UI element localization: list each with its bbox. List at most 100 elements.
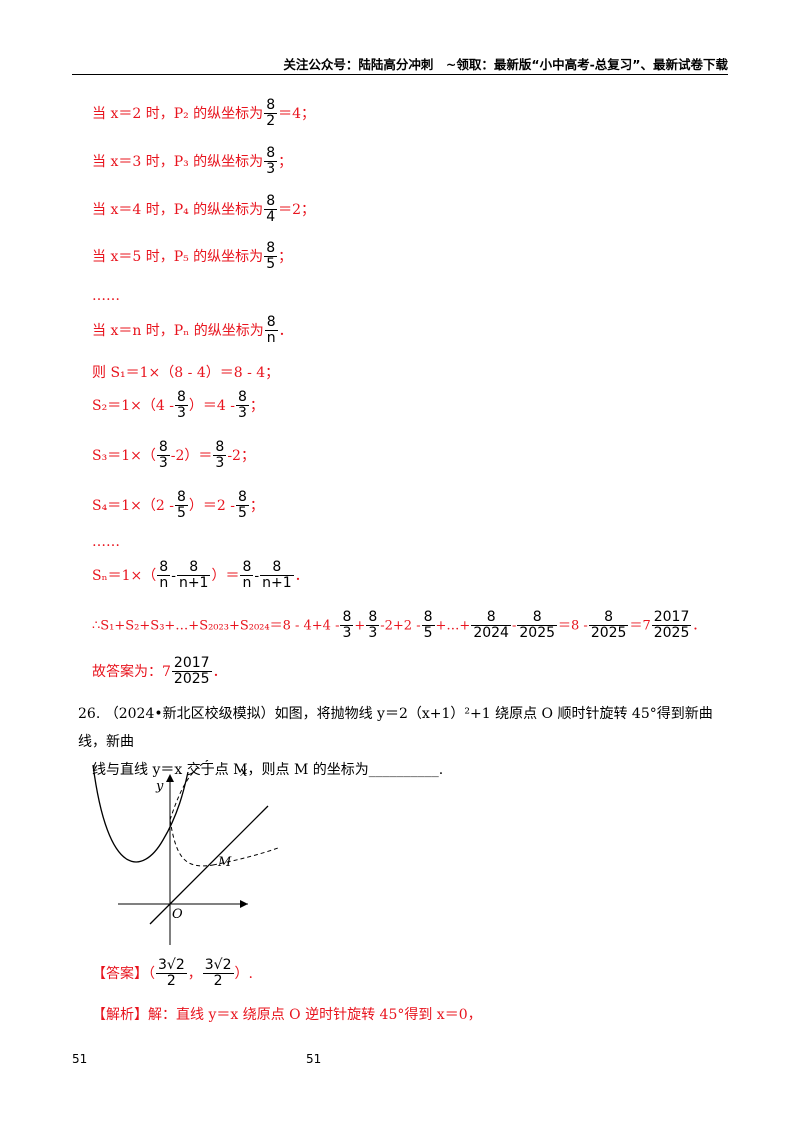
denominator: 3 [176,405,186,422]
numerator: 8 [240,559,254,577]
denominator: 2025 [173,671,210,688]
line-text: 当 x＝5 时，P₅ 的纵坐标为 [92,248,264,265]
s3-text: S₃＝1×（ [92,447,156,464]
numerator: 8 [264,97,278,115]
question-end: . [438,762,444,778]
numerator: 8 [156,439,170,457]
sum-text: - [511,618,517,634]
denominator: 2025 [519,625,556,642]
denominator: n+1 [262,575,292,592]
numerator: 8 [588,609,629,627]
numerator: 8 [421,609,435,627]
page-number-center: 51 [306,1052,322,1066]
denominator: 5 [176,505,186,522]
numerator: 8 [264,145,278,163]
ellipsis-text: …… [92,534,120,550]
s2-text: ）＝4 - [188,397,235,414]
sum-text: ∴S₁+S₂+S₃+…+S₂₀₂₃+S₂₀₂₄＝8 - 4+4 - [92,618,340,634]
numerator: 8 [366,609,380,627]
answer-comma: ， [187,965,202,982]
rotated-curve-upper [169,760,209,821]
x-label: x [240,765,248,780]
s1-text: 则 S₁＝1×（8 - 4）＝8 - 4； [92,365,280,381]
sum-text: -2 [380,618,393,634]
ellipsis: …… [92,534,120,550]
denominator: 3 [368,625,378,642]
denominator: 5 [423,625,433,642]
numerator: 8 [340,609,354,627]
s1-line: 则 S₁＝1×（8 - 4）＝8 - 4； [92,362,279,382]
numerator: 8 [517,609,558,627]
final-answer-text: ． [212,663,227,680]
parabola-graph: x y O M [92,760,279,945]
question-line-2: 线与直线 y＝x 交于点 M，则点 M 的坐标为__________. [78,756,718,784]
y-arrow-icon [166,774,174,782]
line-suffix: ； [278,248,293,265]
sum-text: ． [692,618,706,634]
denominator: 3 [158,455,168,472]
page-header: 关注公众号：陆陆高分冲刺 ~领取：最新版“小中高考-总复习”、最新试卷下载 [72,54,728,75]
ellipsis: …… [92,288,120,304]
origin-label: O [172,907,183,922]
denominator: 3 [342,625,352,642]
numerator: 8 [264,240,278,258]
rotated-curve-right [212,847,279,866]
x-arrow-icon [240,900,248,908]
sum-text: + [354,618,366,634]
sum-text: +2 - [392,618,421,634]
denominator: n [159,575,169,592]
numerator: 3√2 [202,957,234,975]
denominator: 3 [237,405,247,422]
final-answer-text: 故答案为：7 [92,663,171,680]
denominator: n [266,330,276,347]
s3-text: -2； [227,447,255,464]
numerator: 8 [213,439,227,457]
question-number: 26. [78,706,101,722]
header-text: 关注公众号：陆陆高分冲刺 ~领取：最新版“小中高考-总复习”、最新试卷下载 [283,57,728,72]
question-source: （2024•新北区校级模拟） [104,706,275,722]
answer-tag: 【答案】 [92,965,148,982]
line-text: 当 x＝2 时，P₂ 的纵坐标为 [92,105,264,122]
numerator: 2017 [171,655,212,673]
analysis-text: 解：直线 y＝x 绕原点 O 逆时针旋转 45°得到 x＝0， [148,1007,482,1023]
numerator: 2017 [651,609,692,627]
numerator: 8 [260,559,294,577]
numerator: 3√2 [156,957,187,975]
numerator: 8 [264,193,278,211]
s4-text: ； [249,497,264,514]
numerator: 8 [176,559,211,577]
question-text: 线与直线 y＝x 交于点 M，则点 M 的坐标为 [92,762,369,778]
s2-text: S₂＝1×（4 - [92,397,174,414]
question-line-1: 26. （2024•新北区校级模拟）如图，将抛物线 y＝2（x+1）²+1 绕原… [78,700,718,756]
denominator: 2025 [590,625,627,642]
sn-text: ）＝ [211,567,240,584]
line-suffix: ． [278,322,293,339]
sn-text: ． [294,567,309,584]
page-number-left: 51 [72,1052,88,1066]
denominator: 3 [266,161,276,178]
